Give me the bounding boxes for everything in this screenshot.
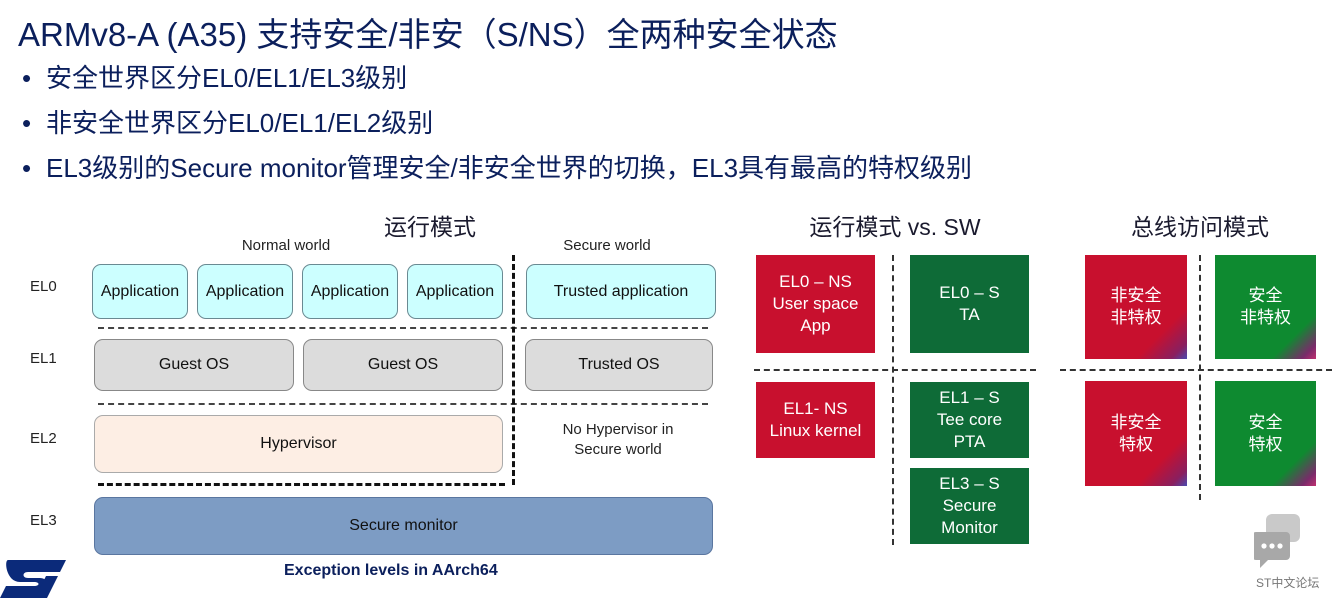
s-nonpriv-block: 安全 非特权 (1215, 255, 1316, 359)
bullet-text: 非安全世界区分EL0/EL1/EL2级别 (46, 108, 434, 138)
section3-vertical-divider (1199, 255, 1201, 500)
secure-world-label: Secure world (563, 237, 651, 254)
trusted-os-box: Trusted OS (525, 339, 713, 391)
el3-label: EL3 (30, 512, 57, 529)
application-box: Application (407, 264, 503, 319)
el1-s-block: EL1 – S Tee core PTA (910, 382, 1029, 458)
el1-label: EL1 (30, 350, 57, 367)
el0-el1-divider (98, 327, 708, 329)
el3-s-block: EL3 – S Secure Monitor (910, 468, 1029, 544)
bullet-dot: • (22, 63, 32, 93)
bullet-text: 安全世界区分EL0/EL1/EL3级别 (46, 63, 408, 93)
bullet-dot: • (22, 153, 32, 183)
application-box: Application (92, 264, 188, 319)
section-title-run-mode-vs-sw: 运行模式 vs. SW (809, 214, 981, 240)
el0-s-block: EL0 – S TA (910, 255, 1029, 353)
application-box: Application (302, 264, 398, 319)
section3-horizontal-divider (1060, 369, 1332, 371)
secure-monitor-box: Secure monitor (94, 497, 713, 555)
forum-label[interactable]: ST中文论坛 (1256, 576, 1320, 590)
st-logo-icon (0, 556, 72, 598)
diagram-caption: Exception levels in AArch64 (284, 562, 498, 579)
trusted-application-box: Trusted application (526, 264, 716, 319)
bullet-item-1: • 安全世界区分EL0/EL1/EL3级别 (22, 58, 407, 95)
section2-horizontal-divider (754, 369, 1036, 371)
ns-nonpriv-block: 非安全 非特权 (1085, 255, 1187, 359)
bullet-dot: • (22, 108, 32, 138)
bullet-text: EL3级别的Secure monitor管理安全/非安全世界的切换，EL3具有最… (46, 153, 973, 183)
section-title-run-mode: 运行模式 (384, 214, 476, 240)
section2-vertical-divider (892, 255, 894, 545)
application-box: Application (197, 264, 293, 319)
el1-ns-block: EL1- NS Linux kernel (756, 382, 875, 458)
chat-bubbles-icon (1252, 514, 1300, 570)
no-hypervisor-note: No Hypervisor in Secure world (562, 421, 674, 458)
bullet-item-3: • EL3级别的Secure monitor管理安全/非安全世界的切换，EL3具有… (22, 148, 972, 185)
s-priv-block: 安全 特权 (1215, 381, 1316, 486)
normal-world-label: Normal world (241, 237, 331, 254)
section-title-bus-access: 总线访问模式 (1131, 214, 1269, 240)
ns-priv-block: 非安全 特权 (1085, 381, 1187, 486)
guest-os-box: Guest OS (94, 339, 294, 391)
page-title: ARMv8-A (A35) 支持安全/非安（S/NS）全两种安全状态 (18, 16, 838, 53)
el2-el3-divider (98, 483, 505, 486)
el0-ns-block: EL0 – NS User space App (756, 255, 875, 353)
bullet-item-2: • 非安全世界区分EL0/EL1/EL2级别 (22, 103, 433, 140)
el2-label: EL2 (30, 430, 57, 447)
el1-el2-divider (98, 403, 708, 405)
el0-label: EL0 (30, 278, 57, 295)
world-separator (512, 255, 515, 485)
guest-os-box: Guest OS (303, 339, 503, 391)
hypervisor-box: Hypervisor (94, 415, 503, 473)
